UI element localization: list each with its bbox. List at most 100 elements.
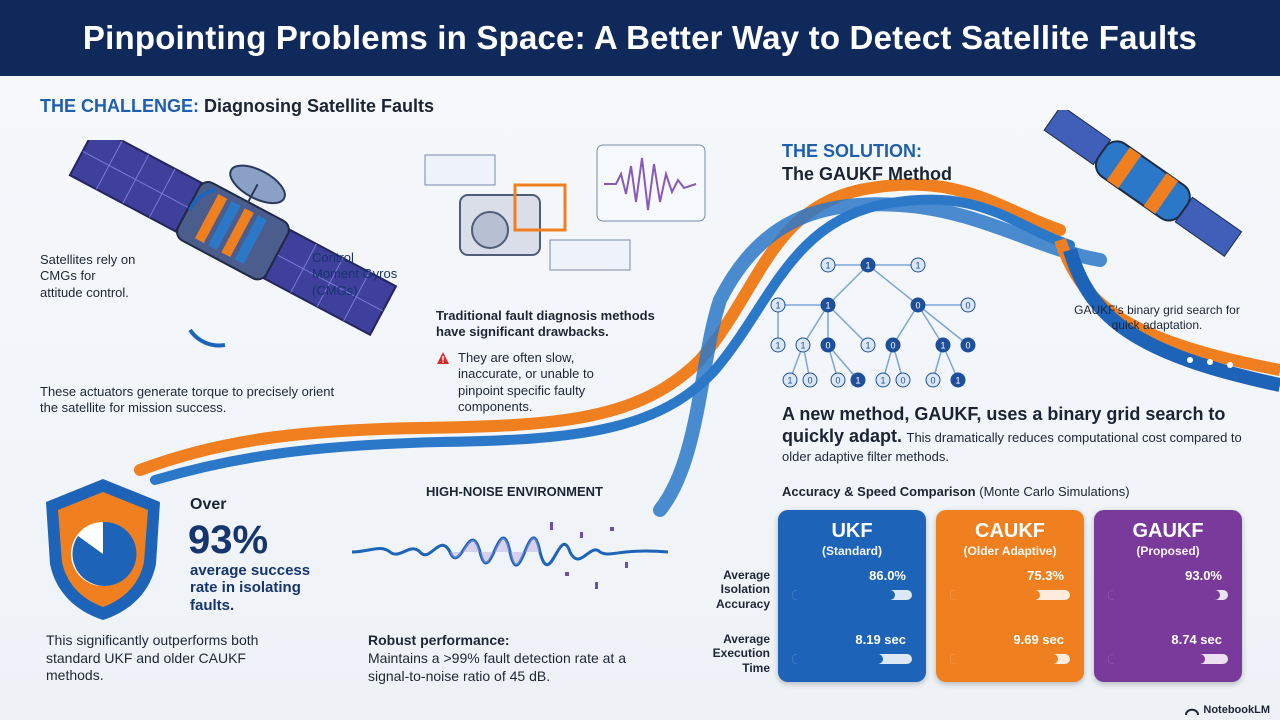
solution-heading: THE SOLUTION: The GAUKF Method xyxy=(782,140,952,187)
tree-edge xyxy=(917,304,944,346)
actuators-text: These actuators generate torque to preci… xyxy=(40,384,335,416)
row-label-time: Average Execution Time xyxy=(712,632,770,675)
accuracy-value: 86.0% xyxy=(869,568,906,583)
tree-node-label: 1 xyxy=(865,341,870,351)
tree-node-label: 1 xyxy=(825,261,830,271)
accuracy-value: 75.3% xyxy=(1027,568,1064,583)
brand-label: NotebookLM xyxy=(1203,704,1270,716)
success-percent: 93% xyxy=(188,518,269,562)
rely-text: Satellites rely on CMGs for attitude con… xyxy=(40,252,136,300)
tree-node: 1 xyxy=(820,257,836,273)
tree-edge xyxy=(827,344,859,381)
outperform-text: This significantly outperforms both stan… xyxy=(46,632,259,683)
tree-node: 1 xyxy=(910,257,926,273)
noise-heading: HIGH-NOISE ENVIRONMENT xyxy=(426,484,603,499)
tree-node-label: 0 xyxy=(900,376,905,386)
tree-node: 1 xyxy=(935,337,951,353)
tree-node-label: 0 xyxy=(930,376,935,386)
tree-node: 0 xyxy=(910,297,926,313)
method-name: UKF xyxy=(831,520,873,542)
tree-node-label: 1 xyxy=(915,261,920,271)
satellite-icon xyxy=(1043,110,1243,257)
solution-heading-accent: THE SOLUTION: xyxy=(782,141,922,161)
tree-node: 0 xyxy=(820,337,836,353)
method-name: GAUKF xyxy=(1132,520,1204,542)
tree-node-label: 1 xyxy=(825,301,830,311)
tree-edge xyxy=(917,304,969,346)
drawback-text: They are often slow, inaccurate, or unab… xyxy=(458,350,594,414)
tree-node-label: 0 xyxy=(965,301,970,311)
tree-node-label: 0 xyxy=(825,341,830,351)
accuracy-value: 93.0% xyxy=(1185,568,1222,583)
time-bar-fill xyxy=(792,654,884,664)
tree-node: 1 xyxy=(770,297,786,313)
tree-node-label: 0 xyxy=(835,376,840,386)
tree-node: 1 xyxy=(860,257,876,273)
accuracy-bar xyxy=(950,590,1070,600)
tree-node: 1 xyxy=(950,372,966,388)
challenge-heading: THE CHALLENGE: Diagnosing Satellite Faul… xyxy=(40,96,434,117)
tree-node: 1 xyxy=(820,297,836,313)
tree-edge xyxy=(827,264,869,306)
warning-icon xyxy=(437,352,449,364)
brand-mark: NotebookLM xyxy=(1185,704,1270,716)
new-method-rest: This dramatically reduces computational … xyxy=(782,429,1242,465)
accuracy-bar-fill xyxy=(1108,590,1220,600)
challenge-heading-rest: Diagnosing Satellite Faults xyxy=(204,96,435,116)
tree-node: 1 xyxy=(860,337,876,353)
tree-edge xyxy=(867,264,919,306)
shield-icon xyxy=(46,479,160,620)
tree-node-label: 1 xyxy=(800,341,805,351)
tree-node: 0 xyxy=(960,297,976,313)
comparison-heading-bold: Accuracy & Speed Comparison xyxy=(782,484,976,499)
time-bar xyxy=(1108,654,1228,664)
tree-node-label: 0 xyxy=(965,341,970,351)
traditional-heading: Traditional fault diagnosis methods have… xyxy=(436,308,655,340)
noise-waveform xyxy=(351,522,669,589)
tree-node: 0 xyxy=(830,372,846,388)
robust-text: Maintains a >99% fault detection rate at… xyxy=(368,650,626,684)
new-method-text: A new method, GAUKF, uses a binary grid … xyxy=(782,404,1242,466)
method-card-gaukf: GAUKF(Proposed)93.0%8.74 sec xyxy=(1094,510,1242,682)
method-card-caukf: CAUKF(Older Adaptive)75.3%9.69 sec xyxy=(936,510,1084,682)
tree-node-label: 0 xyxy=(890,341,895,351)
drawback-row: They are often slow, inaccurate, or unab… xyxy=(436,350,636,415)
tree-node: 0 xyxy=(802,372,818,388)
tree-node: 0 xyxy=(960,337,976,353)
tree-edge xyxy=(802,304,829,346)
tree-node-label: 1 xyxy=(880,376,885,386)
new-method-bold: A new method, GAUKF, uses a binary grid … xyxy=(782,404,1226,446)
time-value: 9.69 sec xyxy=(1013,632,1064,647)
comparison-heading-rest: (Monte Carlo Simulations) xyxy=(979,484,1130,499)
tree-node: 1 xyxy=(875,372,891,388)
tree-node-label: 1 xyxy=(955,376,960,386)
tree-node: 1 xyxy=(782,372,798,388)
accuracy-bar-fill xyxy=(792,590,896,600)
tree-node: 0 xyxy=(895,372,911,388)
method-card-ukf: UKF(Standard)86.0%8.19 sec xyxy=(778,510,926,682)
accuracy-bar xyxy=(1108,590,1228,600)
tree-node-label: 0 xyxy=(807,376,812,386)
tree-node-label: 1 xyxy=(775,301,780,311)
tree-node: 0 xyxy=(885,337,901,353)
waveform-icon xyxy=(596,144,706,222)
gyro-icon xyxy=(424,154,631,271)
accuracy-bar xyxy=(792,590,912,600)
search-caption: GAUKF's binary grid search for quick ada… xyxy=(1074,303,1240,332)
cmg-label: Control Moment Gyros (CMGs) xyxy=(312,250,398,298)
robust-heading: Robust performance: xyxy=(368,632,510,648)
time-bar-fill xyxy=(1108,654,1206,664)
tree-node-label: 1 xyxy=(940,341,945,351)
comparison-heading: Accuracy & Speed Comparison (Monte Carlo… xyxy=(782,484,1130,499)
satellite-cmg-icon xyxy=(68,140,398,348)
method-name: CAUKF xyxy=(975,520,1045,542)
page-title: Pinpointing Problems in Space: A Better … xyxy=(82,19,1198,56)
row-label-accuracy: Average Isolation Accuracy xyxy=(715,568,770,611)
method-subtitle: (Proposed) xyxy=(1136,544,1200,558)
tree-node: 0 xyxy=(925,372,941,388)
tree-node: 1 xyxy=(770,337,786,353)
